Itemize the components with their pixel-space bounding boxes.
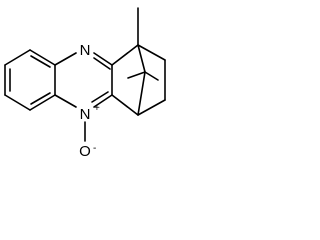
bond [29,49,56,66]
nitrogen-charge-label: + [94,103,100,114]
methyl-bond [127,71,146,79]
bond [4,49,31,66]
double-bond-inner [30,55,51,68]
bond [29,94,56,111]
oxygen-label: O [79,143,91,160]
oxygen-charge-label: - [93,143,96,154]
bond [54,52,77,66]
bond [111,44,139,66]
bridge-bond [137,44,146,73]
nitrogen-bottom-label: N [80,106,91,123]
bond [4,94,31,111]
double-bond-inner [30,92,51,105]
nitrogen-top-label: N [80,42,91,59]
bond [137,99,166,116]
bond [93,52,113,66]
bond [93,94,113,108]
double-bond-inner [91,91,109,103]
bond [137,44,166,61]
double-bond-inner [93,57,111,70]
bicyclic-ring [111,7,166,116]
bond [54,94,77,108]
bond [111,94,139,116]
molecule-structure: N N + O - [4,7,166,160]
benzene-ring [4,49,56,111]
methyl-bond [144,71,159,81]
bridge-bond [137,71,146,116]
pyrazine-ring [54,52,113,108]
